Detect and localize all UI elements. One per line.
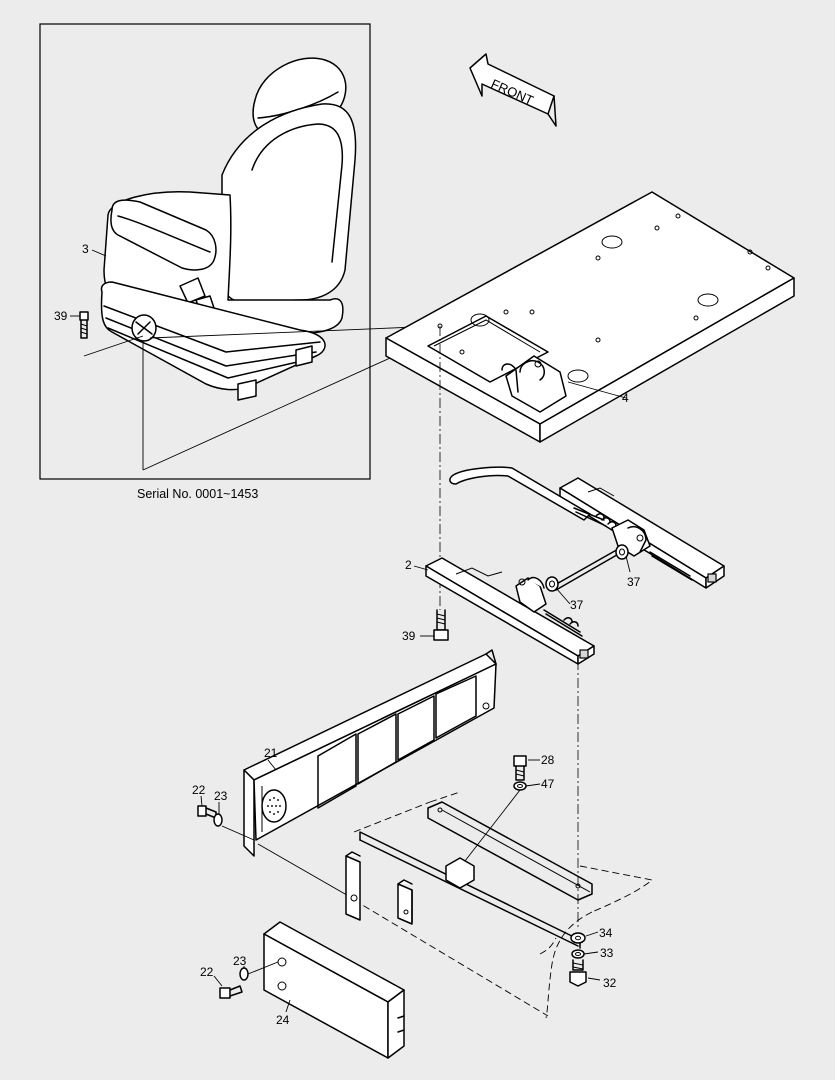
callout-front-cover: 21	[264, 746, 278, 760]
seat-assembly-drawing	[79, 57, 508, 471]
callout-washer-34: 34	[599, 926, 613, 940]
rail-bolt	[420, 609, 449, 641]
cab-floor-frame	[345, 791, 654, 1019]
rail-nut-stack	[569, 931, 601, 987]
callout-nut-32: 32	[603, 976, 617, 990]
callout-washer-upper: 23	[214, 789, 228, 803]
lower-cover-fasteners	[213, 961, 279, 999]
callout-bolt-28: 28	[541, 753, 555, 767]
callout-side-cover: 24	[276, 1013, 290, 1027]
callout-bolt-upper: 22	[192, 783, 206, 797]
seat-plate: 4	[385, 191, 795, 443]
serial-number-caption: Serial No. 0001~1453	[137, 487, 258, 501]
upper-cover-fasteners	[197, 795, 353, 899]
callout-rail-bolt: 39	[402, 629, 416, 643]
callout-seat-assembly: 3	[82, 242, 89, 256]
callout-slide-rail: 2	[405, 558, 412, 572]
callout-spring-washer-left: 37	[570, 598, 584, 612]
callout-washer-47: 47	[541, 777, 555, 791]
callout-washer-33: 33	[600, 946, 614, 960]
side-cover	[263, 921, 405, 1059]
bolt-and-washer-28-47	[457, 755, 541, 871]
callout-bolt-lower: 22	[200, 965, 214, 979]
callout-seat-plate: 4	[622, 391, 629, 405]
callout-spring-washer-right: 37	[627, 575, 641, 589]
slide-rail-assembly	[413, 466, 725, 665]
seat-inset-panel: Serial No. 0001~1453	[39, 23, 371, 501]
callout-washer-lower: 23	[233, 954, 247, 968]
callout-seat-bolt-inset: 39	[54, 309, 68, 323]
front-cover	[243, 649, 497, 857]
front-direction-arrow: FRONT	[469, 53, 557, 127]
